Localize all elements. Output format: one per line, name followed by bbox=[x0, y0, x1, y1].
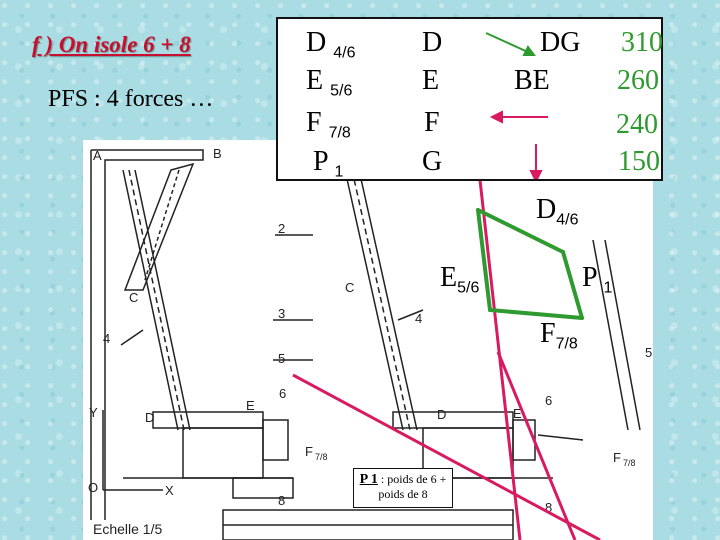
arrow-p-head bbox=[529, 170, 543, 179]
drawing-label-6-right: 6 bbox=[545, 393, 552, 408]
slide-subtitle: PFS : 4 forces … bbox=[48, 86, 214, 112]
drawing-letter-e-left: E bbox=[246, 398, 255, 413]
drawing-label-3: 3 bbox=[278, 306, 285, 321]
direction-arrows bbox=[485, 32, 548, 179]
drawing-letter-f-right: F bbox=[613, 450, 621, 465]
p1-note: P 1 : poids de 6 + poids de 8 bbox=[353, 468, 453, 508]
drawing-label-5-left: 5 bbox=[278, 351, 285, 366]
drawing-axis-x: X bbox=[165, 483, 174, 498]
drawing-label-4-center: 4 bbox=[415, 311, 422, 326]
label-d46: D4/6 bbox=[536, 194, 579, 229]
drawing-scale: Echelle 1/5 bbox=[93, 521, 162, 537]
force-table: D 4/6 E 5/6 F 7/8 P 1 D E F G DG BE 310 … bbox=[276, 17, 663, 181]
p1-note-label: P 1 bbox=[359, 472, 378, 487]
polygon-e-vector bbox=[476, 208, 492, 312]
line-g-direction bbox=[496, 351, 577, 540]
row2-direction: BE bbox=[514, 65, 550, 96]
arrow-dg-icon bbox=[485, 32, 531, 54]
drawing-letter-c-center: C bbox=[345, 280, 354, 295]
row2-point: E bbox=[422, 65, 440, 96]
drawing-label-8-right: 8 bbox=[545, 500, 552, 515]
row1-point: D bbox=[422, 27, 443, 58]
row3-value: 240 bbox=[616, 109, 658, 140]
row2-force: E 5/6 bbox=[306, 65, 353, 100]
drawing-letter-b: B bbox=[213, 146, 222, 161]
drawing-sub-7-8-right: 7/8 bbox=[623, 458, 636, 468]
row1-direction: DG bbox=[540, 27, 581, 58]
drawing-sub-7-8-left: 7/8 bbox=[315, 452, 328, 462]
drawing-letter-c-left: C bbox=[129, 290, 138, 305]
row4-point: G bbox=[422, 146, 443, 177]
drawing-letter-d-left: D bbox=[145, 410, 154, 425]
arrow-f-head bbox=[489, 110, 503, 124]
drawing-axis-y: Y bbox=[89, 405, 98, 420]
drawing-origin-o: O bbox=[88, 480, 98, 495]
row1-force: D 4/6 bbox=[306, 27, 356, 62]
drawing-label-4-left: 4 bbox=[103, 331, 110, 346]
row2-value: 260 bbox=[617, 65, 659, 96]
row4-force: P 1 bbox=[313, 146, 344, 181]
polygon-d-vector bbox=[476, 208, 565, 254]
drawing-letter-a: A bbox=[93, 148, 102, 163]
drawing-letter-e-right: E bbox=[513, 406, 522, 421]
drawing-label-2: 2 bbox=[278, 221, 285, 236]
polygon-p-vector bbox=[561, 250, 584, 320]
row1-value: 310 bbox=[621, 27, 663, 58]
polygon-f-vector bbox=[488, 308, 584, 320]
drawing-label-5-right: 5 bbox=[645, 345, 652, 360]
label-e56: E5/6 bbox=[440, 262, 480, 297]
drawing-label-6-left: 6 bbox=[279, 386, 286, 401]
drawing-letter-d-right: D bbox=[437, 407, 446, 422]
line-d-direction bbox=[292, 373, 601, 540]
drawing-letter-f-left: F bbox=[305, 444, 313, 459]
drawing-label-8-left: 8 bbox=[278, 493, 285, 508]
row3-point: F bbox=[424, 107, 440, 138]
mechanism-svg: A B 2 C C 3 4 4 5 5 6 6 D E D E Y X O 8 … bbox=[88, 146, 652, 540]
p1-note-text: : poids de 6 + poids de 8 bbox=[378, 472, 447, 501]
label-f78: F7/8 bbox=[540, 318, 578, 353]
slide-title: f ) On isole 6 + 8 bbox=[32, 32, 191, 57]
label-p1: P 1 bbox=[582, 262, 613, 297]
row4-value: 150 bbox=[618, 146, 660, 177]
row3-force: F 7/8 bbox=[306, 107, 351, 142]
arrow-dg-head bbox=[522, 45, 536, 56]
